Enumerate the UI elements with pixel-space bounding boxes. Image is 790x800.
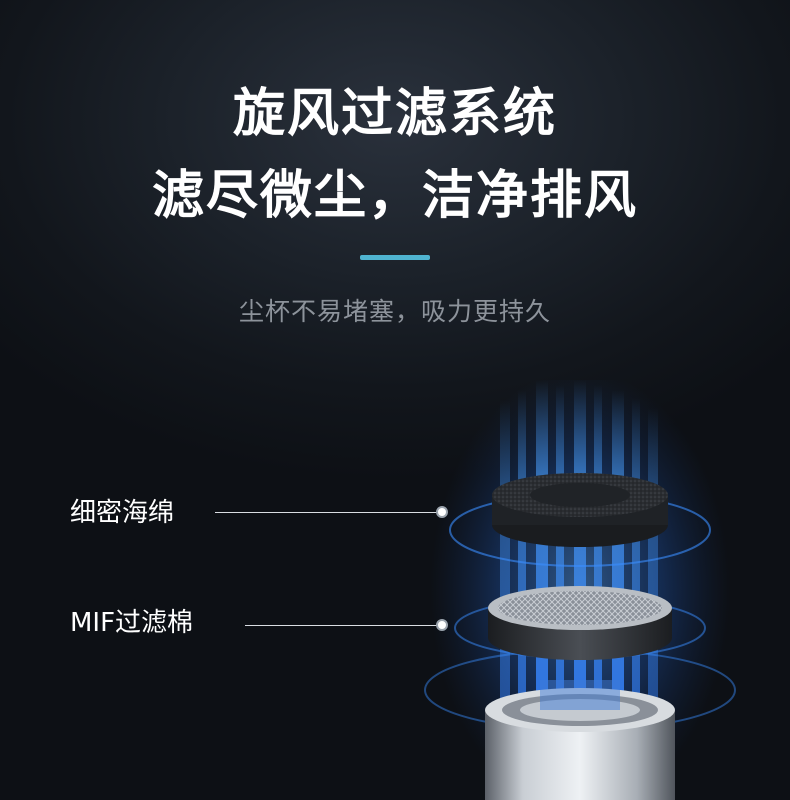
callout-leader-line xyxy=(215,512,440,513)
callout-dot xyxy=(436,619,448,631)
callout-dot xyxy=(436,506,448,518)
dust-cup-body xyxy=(485,680,675,800)
headline-line-1: 旋风过滤系统 xyxy=(232,84,557,144)
callout-label-mif: MIF过滤棉 xyxy=(70,608,194,638)
subtitle: 尘杯不易堵塞，吸力更持久 xyxy=(238,297,551,326)
filter-system-illustration xyxy=(424,380,736,800)
accent-divider xyxy=(360,255,430,260)
callout-leader-line xyxy=(245,625,440,626)
callout-label-sponge: 细密海绵 xyxy=(70,498,175,528)
headline-line-2: 滤尽微尘，洁净排风 xyxy=(151,166,638,226)
mif-filter-layer xyxy=(488,586,672,660)
sponge-filter-layer xyxy=(492,473,668,547)
